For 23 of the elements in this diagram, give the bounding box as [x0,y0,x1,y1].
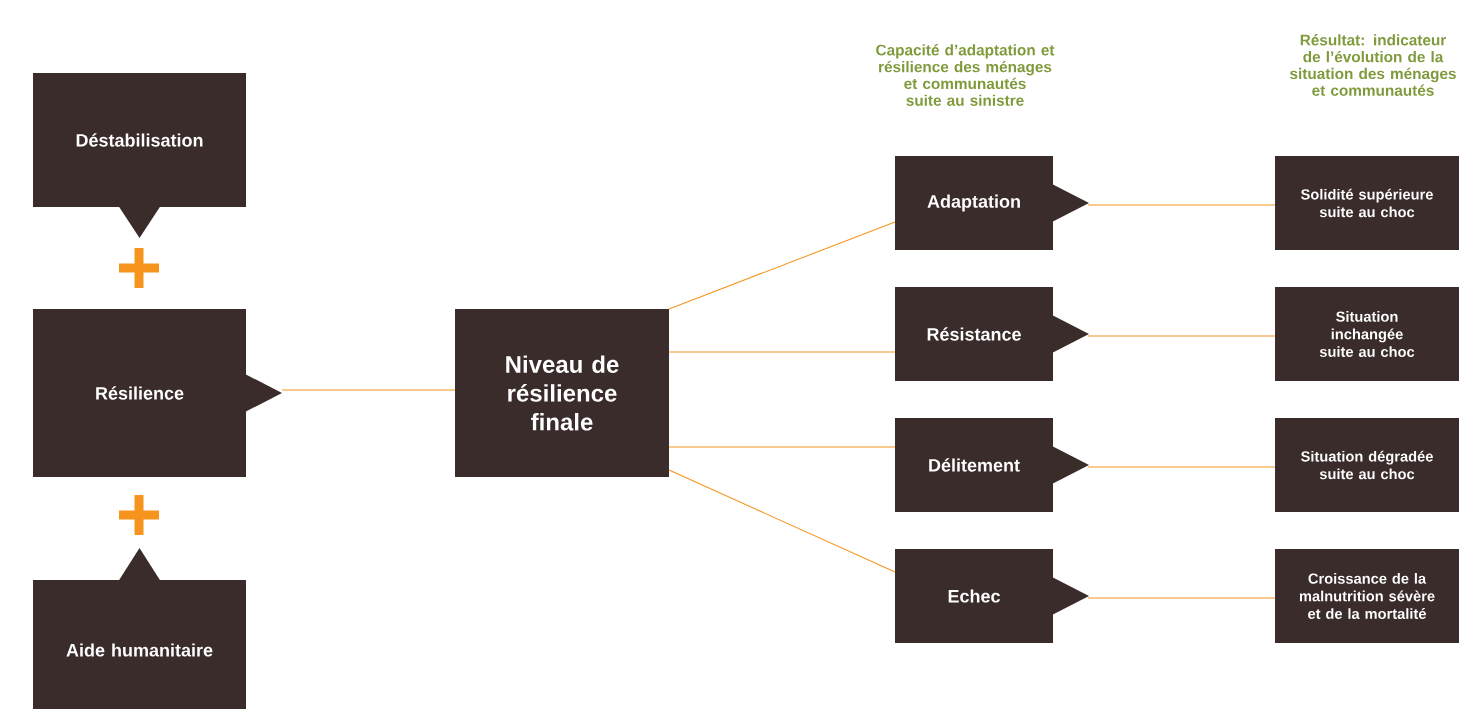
text-box: Croissance de la malnutrition sévère et de la mortalité [1275,549,1459,643]
callout-box: Aide humanitaire [33,548,246,709]
connector-line [1087,466,1276,468]
connector-line [668,446,896,448]
connector-line [668,469,896,573]
callout-box: Délitement [895,418,1089,512]
text-box: Niveau de résilience finale [455,309,669,477]
column-heading: Capacité d’adaptation et résilience des ménages et communautés suite au sinistre [876,44,1055,106]
callout-box: Déstabilisation [33,73,246,238]
callout-box: Résistance [895,287,1089,381]
callout-box: Résilience [33,309,282,477]
connector-line [668,351,896,353]
column-heading: Résultat: indicateur de l’évolution de la situation des ménages et communautés [1290,34,1456,96]
connector-line [1087,335,1276,337]
text-box: Situation dégradée suite au choc [1275,418,1459,512]
callout-box: Echec [895,549,1089,643]
connector-line [1087,204,1276,206]
callout-box: Adaptation [895,156,1089,250]
connector-line [1087,597,1276,599]
connector-line [281,389,456,391]
connector-line [668,221,896,310]
text-box: Solidité supérieure suite au choc [1275,156,1459,250]
text-box: Situation inchangée suite au choc [1275,287,1459,381]
